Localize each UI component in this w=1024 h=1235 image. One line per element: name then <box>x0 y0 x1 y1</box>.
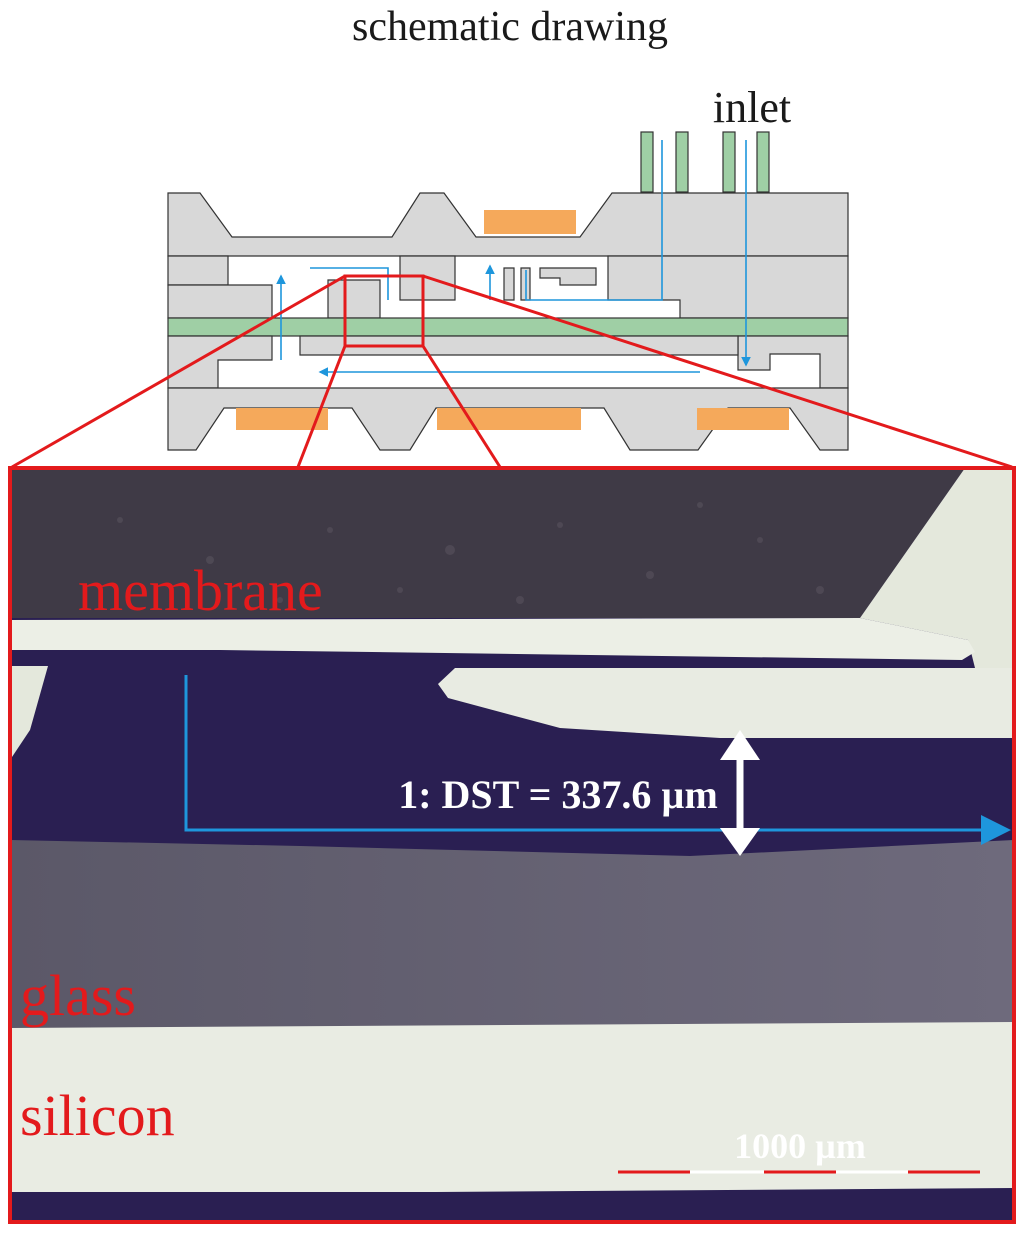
inlet-label: inlet <box>713 83 791 132</box>
bottom-electrode-right <box>697 408 789 430</box>
zoom-line-right-top <box>422 274 1013 469</box>
diagram-title: schematic drawing <box>352 4 668 50</box>
channel-hook-b <box>503 267 515 301</box>
top-electrode <box>484 210 576 234</box>
micrograph-frame <box>8 466 1016 1224</box>
glass-band <box>10 840 1014 1028</box>
flow-path-inlet-left <box>525 140 663 301</box>
glass-label: glass <box>20 963 136 1028</box>
membrane-texture <box>117 502 824 604</box>
bottom-wafer <box>167 387 849 451</box>
bottom-electrode-left <box>236 408 328 430</box>
zoom-box <box>343 274 425 348</box>
silicon-label: silicon <box>20 1083 175 1148</box>
channel-left-post <box>327 279 381 319</box>
channel-layer-top <box>167 255 229 286</box>
silicon-upper-right <box>860 468 1014 668</box>
zoom-line-left-bottom <box>296 345 347 468</box>
flow-path-top <box>310 267 389 300</box>
membrane-band <box>10 618 975 660</box>
membrane-label: membrane <box>78 558 323 623</box>
micrograph <box>10 468 1014 1222</box>
bottom-dark-strip <box>10 1192 1014 1222</box>
inlet-tube-left-outer <box>640 131 654 193</box>
gap-measurement-arrow <box>720 730 760 856</box>
lower-layer-right <box>737 335 849 389</box>
channel-layer-right <box>607 255 849 319</box>
inlet-tube-right-inner <box>722 131 736 193</box>
flow-paths <box>276 140 751 377</box>
inlet-tube-right-outer <box>756 131 770 193</box>
lower-layer-left <box>167 335 273 389</box>
zoom-line-left-top <box>11 274 346 469</box>
bottom-electrode-middle <box>437 408 581 430</box>
inlet-tube-left-inner <box>675 131 689 193</box>
zoom-line-right-bottom <box>421 345 502 468</box>
gap-measurement-label: 1: DST = 337.6 µm <box>398 772 718 817</box>
lower-layer-inner <box>299 335 739 356</box>
membrane-region <box>10 468 965 618</box>
zoom-indicator <box>11 274 1013 469</box>
channel-left-bar <box>167 284 273 319</box>
left-white-chip <box>10 666 48 760</box>
schematic <box>167 131 849 451</box>
silicon-tongue <box>438 668 1014 738</box>
scale-bar-label: 1000 µm <box>734 1126 866 1166</box>
silicon-bottom <box>10 1022 1014 1195</box>
channel-hook <box>539 267 597 286</box>
